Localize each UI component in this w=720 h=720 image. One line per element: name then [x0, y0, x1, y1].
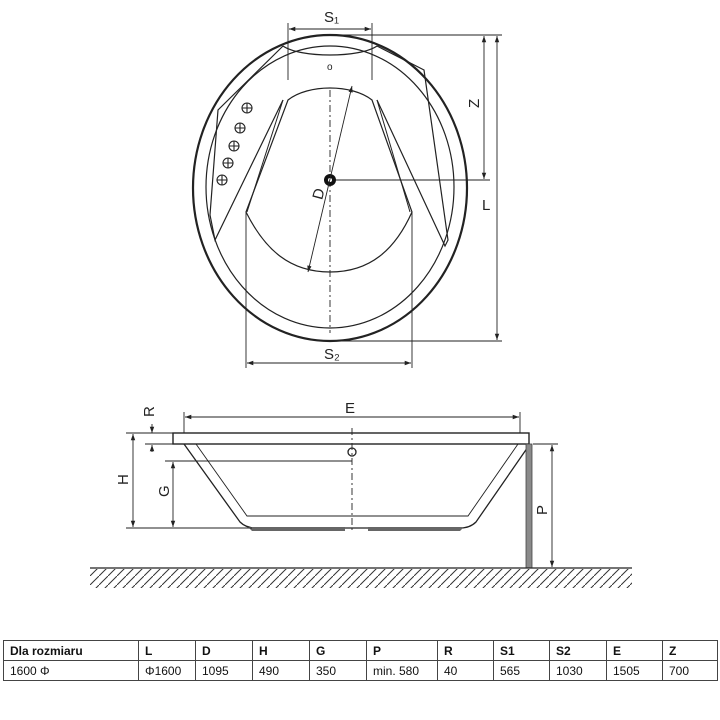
header-cell: G: [309, 640, 367, 661]
table-row: 1600 Φ Φ1600 1095 490 350 min. 580 40 56…: [3, 660, 718, 681]
right-seat: [376, 45, 449, 248]
label-D: D: [309, 186, 328, 201]
label-S1: S₁: [324, 9, 339, 26]
header-cell: S2: [549, 640, 607, 661]
top-view: [191, 23, 502, 368]
table-cell: 1095: [195, 660, 253, 681]
jet-icon: [216, 174, 228, 186]
table-cell: 490: [252, 660, 310, 681]
support-leg: [525, 443, 533, 569]
side-view: [90, 412, 632, 588]
overflow-icon: [347, 447, 357, 457]
jet-icon: [222, 157, 234, 169]
label-E: E: [345, 400, 355, 417]
inner-rim: [205, 45, 455, 329]
jet-icon: [241, 102, 253, 114]
tub-shell: [183, 443, 531, 529]
header-cell: R: [437, 640, 494, 661]
table-cell: 1600 Φ: [3, 660, 139, 681]
tub-rim: [172, 432, 530, 445]
table-cell: 700: [662, 660, 718, 681]
label-S2: S₂: [324, 346, 340, 363]
table-cell: 40: [437, 660, 494, 681]
tub-inner: [195, 443, 519, 517]
dimensions-table: Dla rozmiaru L D H G P R S1 S2 E Z 1600 …: [3, 640, 718, 681]
header-cell: P: [366, 640, 438, 661]
label-drain-mark: o: [327, 62, 333, 73]
table-cell: Φ1600: [138, 660, 196, 681]
left-seat: [209, 45, 284, 242]
table-cell: min. 580: [366, 660, 438, 681]
header-cell: Dla rozmiaru: [3, 640, 139, 661]
table-header-row: Dla rozmiaru L D H G P R S1 S2 E Z: [3, 640, 718, 661]
label-Z: Z: [466, 99, 483, 108]
header-cell: S1: [493, 640, 550, 661]
jet-icon: [234, 122, 246, 134]
label-R: R: [141, 406, 158, 417]
right-seat-edge: [376, 99, 411, 213]
seat-ridge: [282, 45, 378, 56]
header-cell: D: [195, 640, 253, 661]
table-cell: 1030: [549, 660, 607, 681]
tub-feet: [248, 527, 464, 531]
header-cell: Z: [662, 640, 718, 661]
label-H: H: [115, 474, 132, 485]
floor-hatch: [90, 569, 632, 588]
jet-icon: [228, 140, 240, 152]
label-L: L: [482, 197, 490, 214]
table-cell: 1505: [606, 660, 663, 681]
table-cell: 350: [309, 660, 367, 681]
bathtub-technical-drawing: S₁ S₂ D Z L o E R H G P: [90, 9, 632, 588]
jets: [216, 102, 253, 186]
label-G: G: [156, 485, 173, 497]
table-cell: 565: [493, 660, 550, 681]
header-cell: H: [252, 640, 310, 661]
header-cell: E: [606, 640, 663, 661]
header-cell: L: [138, 640, 196, 661]
dim-line-D: [307, 85, 353, 273]
label-P: P: [534, 505, 551, 515]
